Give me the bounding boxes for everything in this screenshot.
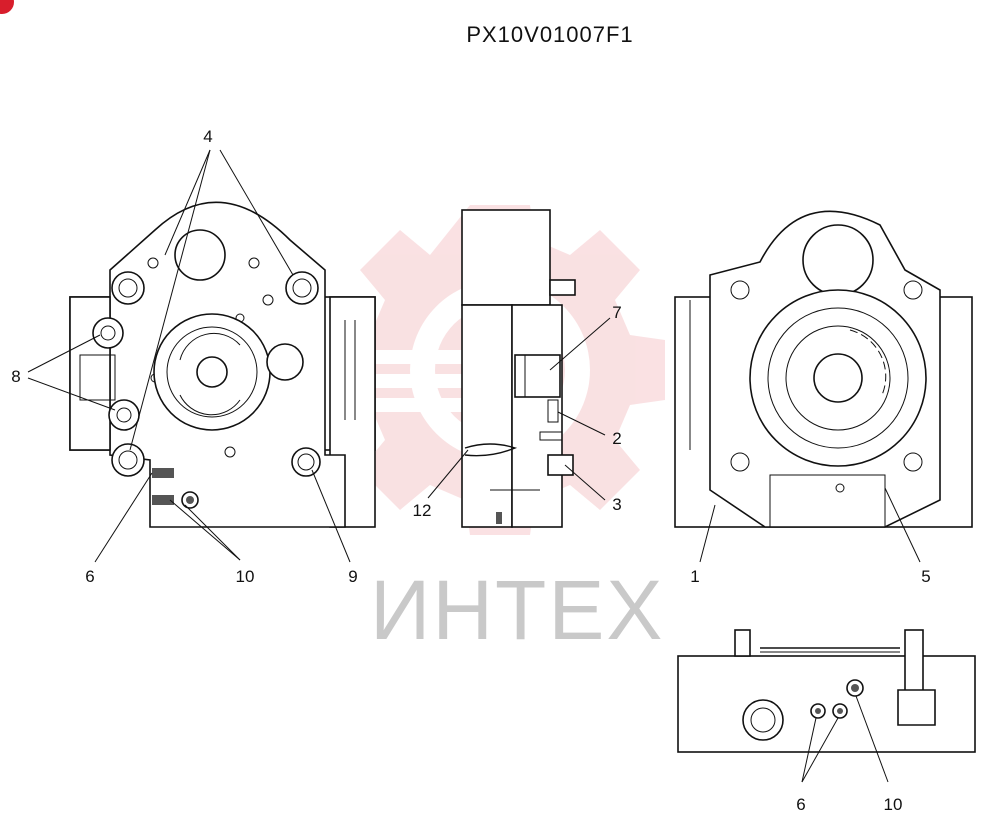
callout-2: 2 [612,429,621,448]
callout-6-bottom: 6 [796,795,805,814]
callout-4: 4 [203,127,212,146]
callout-1: 1 [690,567,699,586]
leader-lines [27,149,921,783]
callout-12: 12 [413,501,432,520]
drawing-code: PX10V01007F1 [466,22,634,47]
center-side-view [461,209,576,528]
callout-3: 3 [612,495,621,514]
callout-6-left: 6 [85,567,94,586]
right-back-view [674,210,973,528]
bottom-view [677,629,976,753]
left-front-view [69,201,376,528]
watermark-brand: ИНТЕХ [370,563,665,657]
callout-9: 9 [348,567,357,586]
callout-8: 8 [11,367,20,386]
callout-10-left: 10 [236,567,255,586]
callout-10-bottom: 10 [884,795,903,814]
callout-7: 7 [612,303,621,322]
callout-5: 5 [921,567,930,586]
